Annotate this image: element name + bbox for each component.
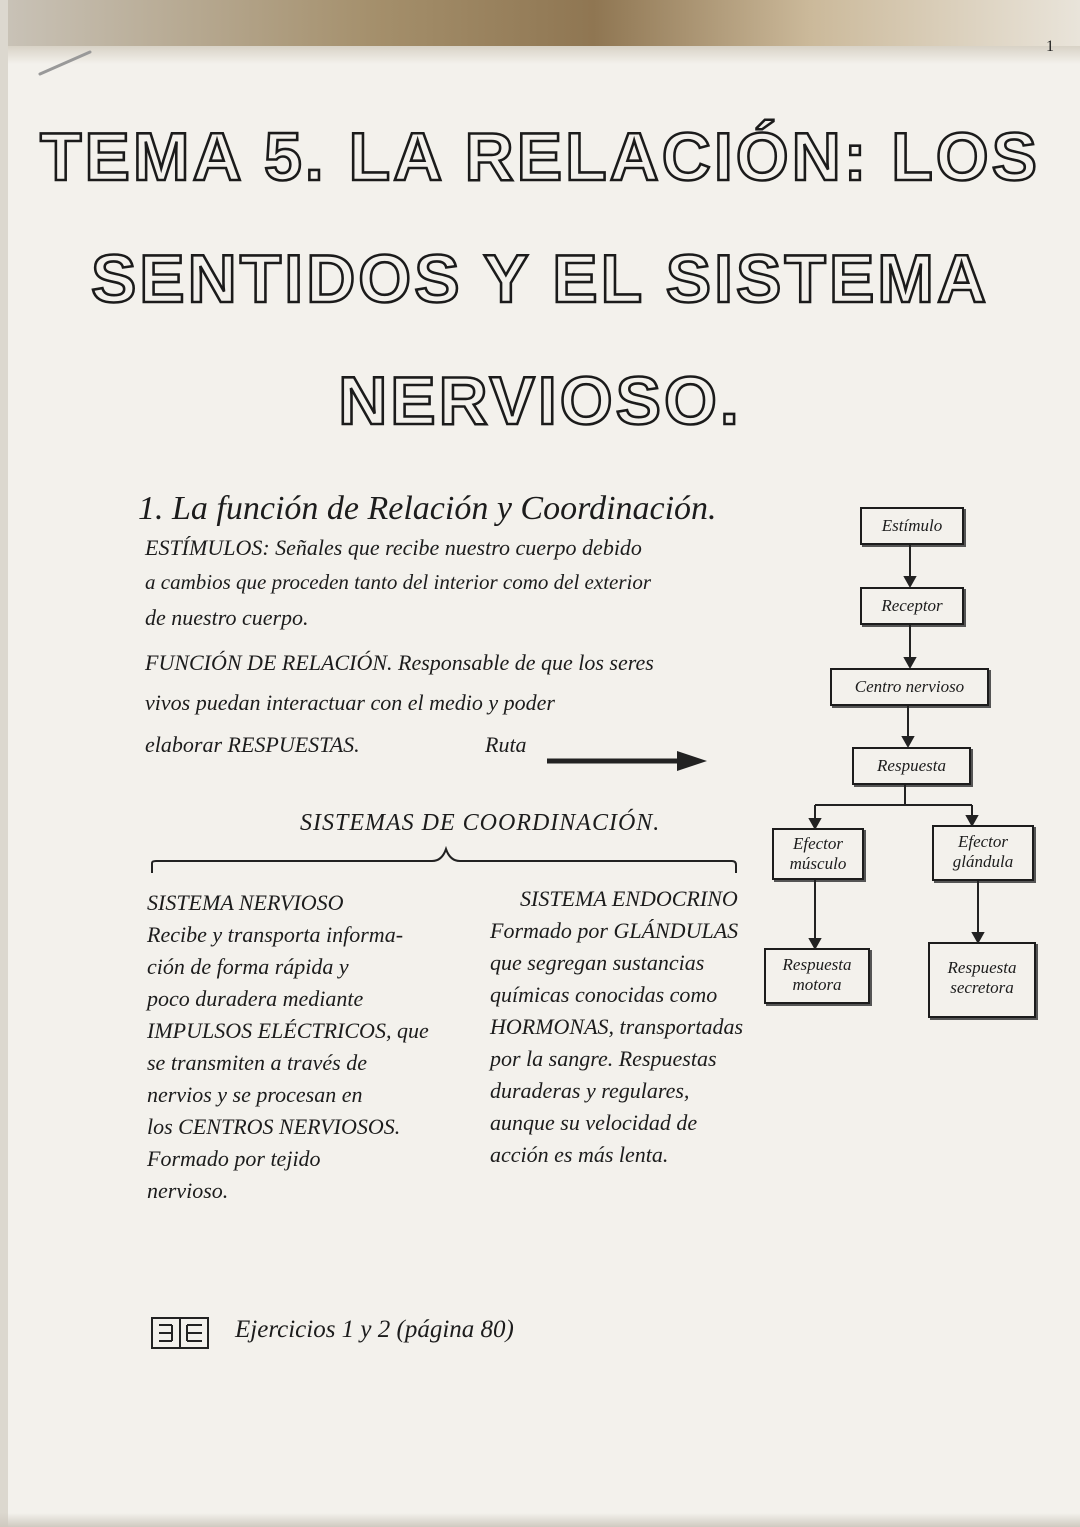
coordination-heading: SISTEMAS DE COORDINACIÓN. — [300, 810, 661, 836]
endocrine-line: que segregan sustancias — [490, 950, 705, 975]
body-line: FUNCIÓN DE RELACIÓN. Responsable de que … — [145, 650, 654, 675]
section-heading: 1. La función de Relación y Coordinación… — [138, 490, 717, 527]
exercises-text: Ejercicios 1 y 2 (página 80) — [235, 1316, 514, 1343]
nervous-line: se transmiten a través de — [147, 1050, 367, 1075]
pencil-stroke — [38, 50, 92, 76]
endocrine-line: químicas conocidas como — [490, 982, 718, 1007]
body-line: vivos puedan interactuar con el medio y … — [145, 690, 555, 715]
flow-label: Efector — [792, 834, 844, 853]
endocrine-line: Formado por GLÁNDULAS — [490, 918, 739, 943]
flow-respuesta-secretora-box: Respuesta secretora — [928, 942, 1036, 1018]
exercise-icon — [151, 1317, 209, 1349]
page-number: 1 — [1046, 38, 1054, 55]
flow-label: Respuesta — [782, 955, 852, 974]
title-line-3: NERVIOSO. — [337, 362, 742, 441]
endocrine-line: aunque su velocidad de — [490, 1110, 698, 1135]
title-line-2: SENTIDOS Y EL SISTEMA — [90, 240, 990, 319]
nervous-line: los CENTROS NERVIOSOS. — [147, 1114, 401, 1139]
coordination-brace — [151, 845, 737, 873]
nervous-system-title: SISTEMA NERVIOSO — [147, 890, 344, 915]
nervous-line: nervioso. — [147, 1178, 229, 1203]
flow-receptor-box: Receptor — [860, 587, 964, 625]
page-bottom-edge — [0, 1513, 1080, 1527]
endocrine-system-title: SISTEMA ENDOCRINO — [520, 886, 738, 911]
flow-connectors — [808, 545, 985, 951]
endocrine-line: por la sangre. Respuestas — [490, 1046, 717, 1071]
flow-label: músculo — [789, 854, 847, 873]
endocrine-line: acción es más lenta. — [490, 1142, 669, 1167]
endocrine-line: duraderas y regulares, — [490, 1078, 690, 1103]
flow-respuesta-box: Respuesta — [852, 747, 971, 785]
flow-label: secretora — [950, 978, 1014, 997]
title-line-1: TEMA 5. LA RELACIÓN: LOS — [39, 118, 1041, 197]
flow-label: glándula — [952, 852, 1014, 871]
body-line: a cambios que proceden tanto del interio… — [145, 570, 652, 594]
nervous-line: IMPULSOS ELÉCTRICOS, que — [147, 1018, 429, 1043]
flow-estimulo-box: Estímulo — [860, 507, 964, 545]
flow-efector-glandula-box: Efector glándula — [932, 825, 1034, 881]
flow-efector-musculo-box: Efector músculo — [772, 828, 864, 880]
endocrine-system-column: SISTEMA ENDOCRINO Formado por GLÁNDULAS … — [490, 883, 743, 1171]
nervous-line: poco duradera mediante — [147, 986, 364, 1011]
body-line: ESTÍMULOS: Señales que recibe nuestro cu… — [145, 535, 642, 560]
nervous-line: ción de forma rápida y — [147, 954, 349, 979]
flow-label: motora — [792, 975, 842, 994]
page-left-edge — [0, 0, 8, 1527]
page-top-shadow — [0, 0, 1080, 64]
flow-label: Respuesta — [947, 958, 1017, 977]
nervous-line: Formado por tejido — [147, 1146, 321, 1171]
flow-respuesta-motora-box: Respuesta motora — [764, 948, 870, 1004]
endocrine-line: HORMONAS, transportadas — [490, 1014, 744, 1039]
body-line: de nuestro cuerpo. — [145, 605, 309, 630]
flow-centro-box: Centro nervioso — [830, 668, 989, 706]
route-arrow — [547, 751, 707, 771]
nervous-line: Recibe y transporta informa- — [147, 922, 404, 947]
nervous-system-column: SISTEMA NERVIOSO Recibe y transporta inf… — [147, 887, 429, 1207]
flow-label: Efector — [957, 832, 1009, 851]
nervous-line: nervios y se procesan en — [147, 1082, 363, 1107]
body-line: elaborar RESPUESTAS. — [145, 732, 360, 757]
route-label: Ruta — [485, 732, 527, 757]
